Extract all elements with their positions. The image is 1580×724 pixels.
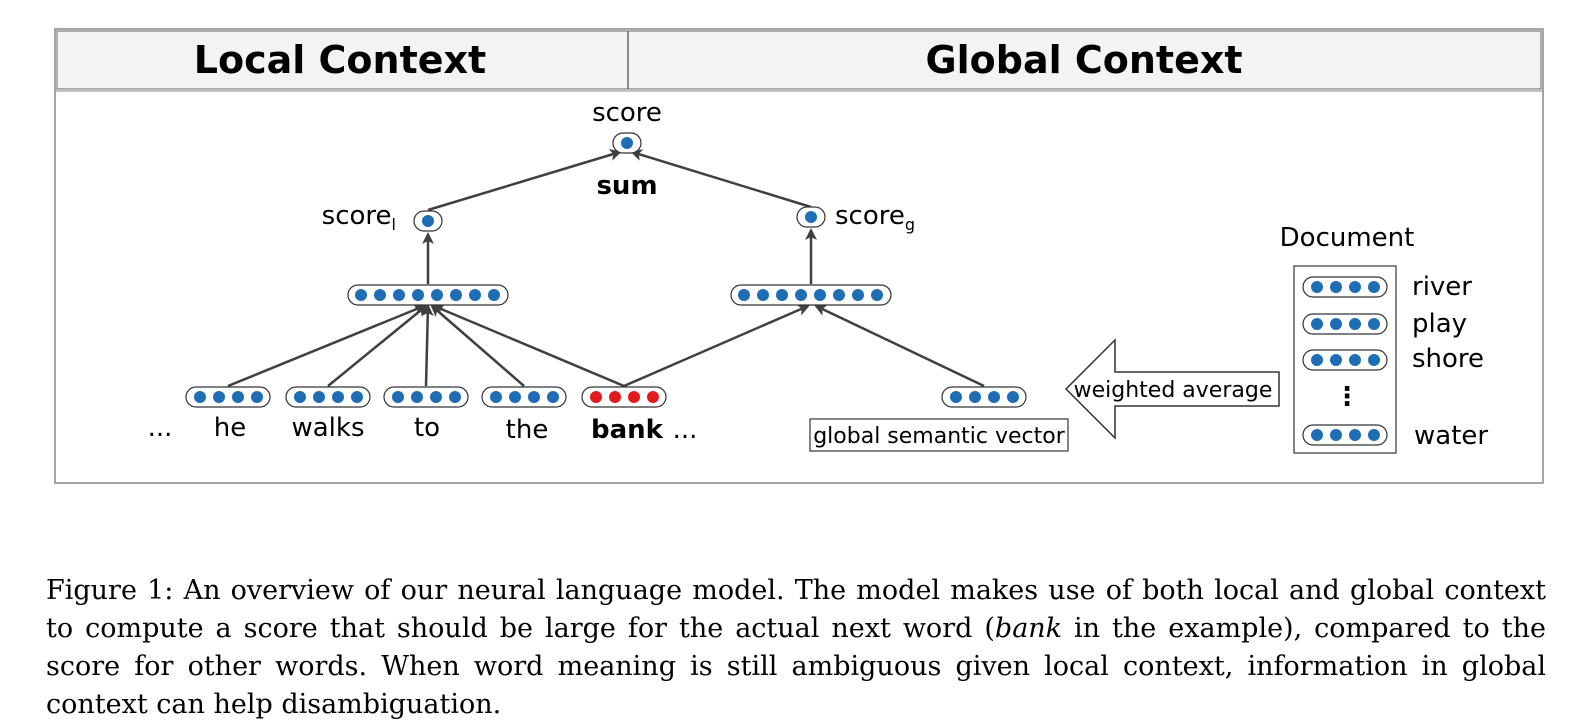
word-to: to [414,413,440,443]
arrow-to-to-local [421,304,434,387]
score-global-neuron [796,206,826,228]
score-global-label: scoreg [835,201,915,234]
embedding-the [481,386,567,408]
diagram-svg: Local Context Global Context score sum s… [54,28,1544,484]
word-the: the [506,415,549,445]
global-context-header: Global Context [925,38,1242,82]
caption-text-1: An overview of our neural language model… [46,575,1546,644]
arrow-the-to-local [430,304,525,387]
document-vector-water [1302,424,1388,446]
global-semantic-vector-label: global semantic vector [813,424,1066,449]
arrow-walks-to-local [327,304,428,387]
weighted-average-label: weighted average [1074,378,1273,403]
caption-emphasis: bank [994,613,1063,644]
embedding-to [383,386,469,408]
sum-label: sum [596,171,657,201]
word-he: he [214,413,246,443]
arrow-global-to-sum [630,149,812,209]
word-walks: walks [291,413,364,443]
figure-frame [54,28,1544,484]
figure-caption: Figure 1: An overview of our neural lang… [46,572,1546,724]
score-label: score [592,98,662,128]
document-vdots: ⋮ [1334,382,1360,412]
caption-text-2: in the example), compared to the score f… [46,613,1546,720]
local-context-header: Local Context [194,38,486,82]
document-word-water: water [1414,421,1488,451]
embedding-walks [285,386,371,408]
arrow-he-to-local [227,304,426,388]
local-hidden-layer [347,284,509,306]
embedding-he [185,386,271,408]
arrow-bank-to-local [432,304,625,388]
word-ellipsis-left: ... [148,413,173,443]
arrow-bank-to-global [623,304,810,388]
header-bar [56,30,1542,90]
global-semantic-vector-box [809,418,1069,452]
document-vector-river [1302,276,1388,298]
document-word-river: river [1412,272,1472,302]
score-neuron [612,132,642,154]
embedding-bank [581,386,667,408]
document-word-shore: shore [1412,344,1484,374]
arrow-gsv-to-global [814,304,985,388]
document-vector-play [1302,313,1388,335]
document-word-play: play [1412,309,1467,339]
figure-diagram: Local Context Global Context score sum s… [54,28,1544,484]
document-vector-shore [1302,349,1388,371]
score-local-label: scorel [322,201,396,234]
score-local-neuron [413,210,443,232]
arrow-local-to-sum [427,149,622,212]
embedding-global-semantic-vector [941,386,1027,408]
word-bank: bank [591,415,664,445]
weighted-average-arrow [1064,338,1280,440]
document-title: Document [1280,223,1415,253]
arrows [227,149,985,388]
word-ellipsis-right: ... [673,415,698,445]
global-hidden-layer [730,284,892,306]
caption-label: Figure 1: [46,575,174,606]
